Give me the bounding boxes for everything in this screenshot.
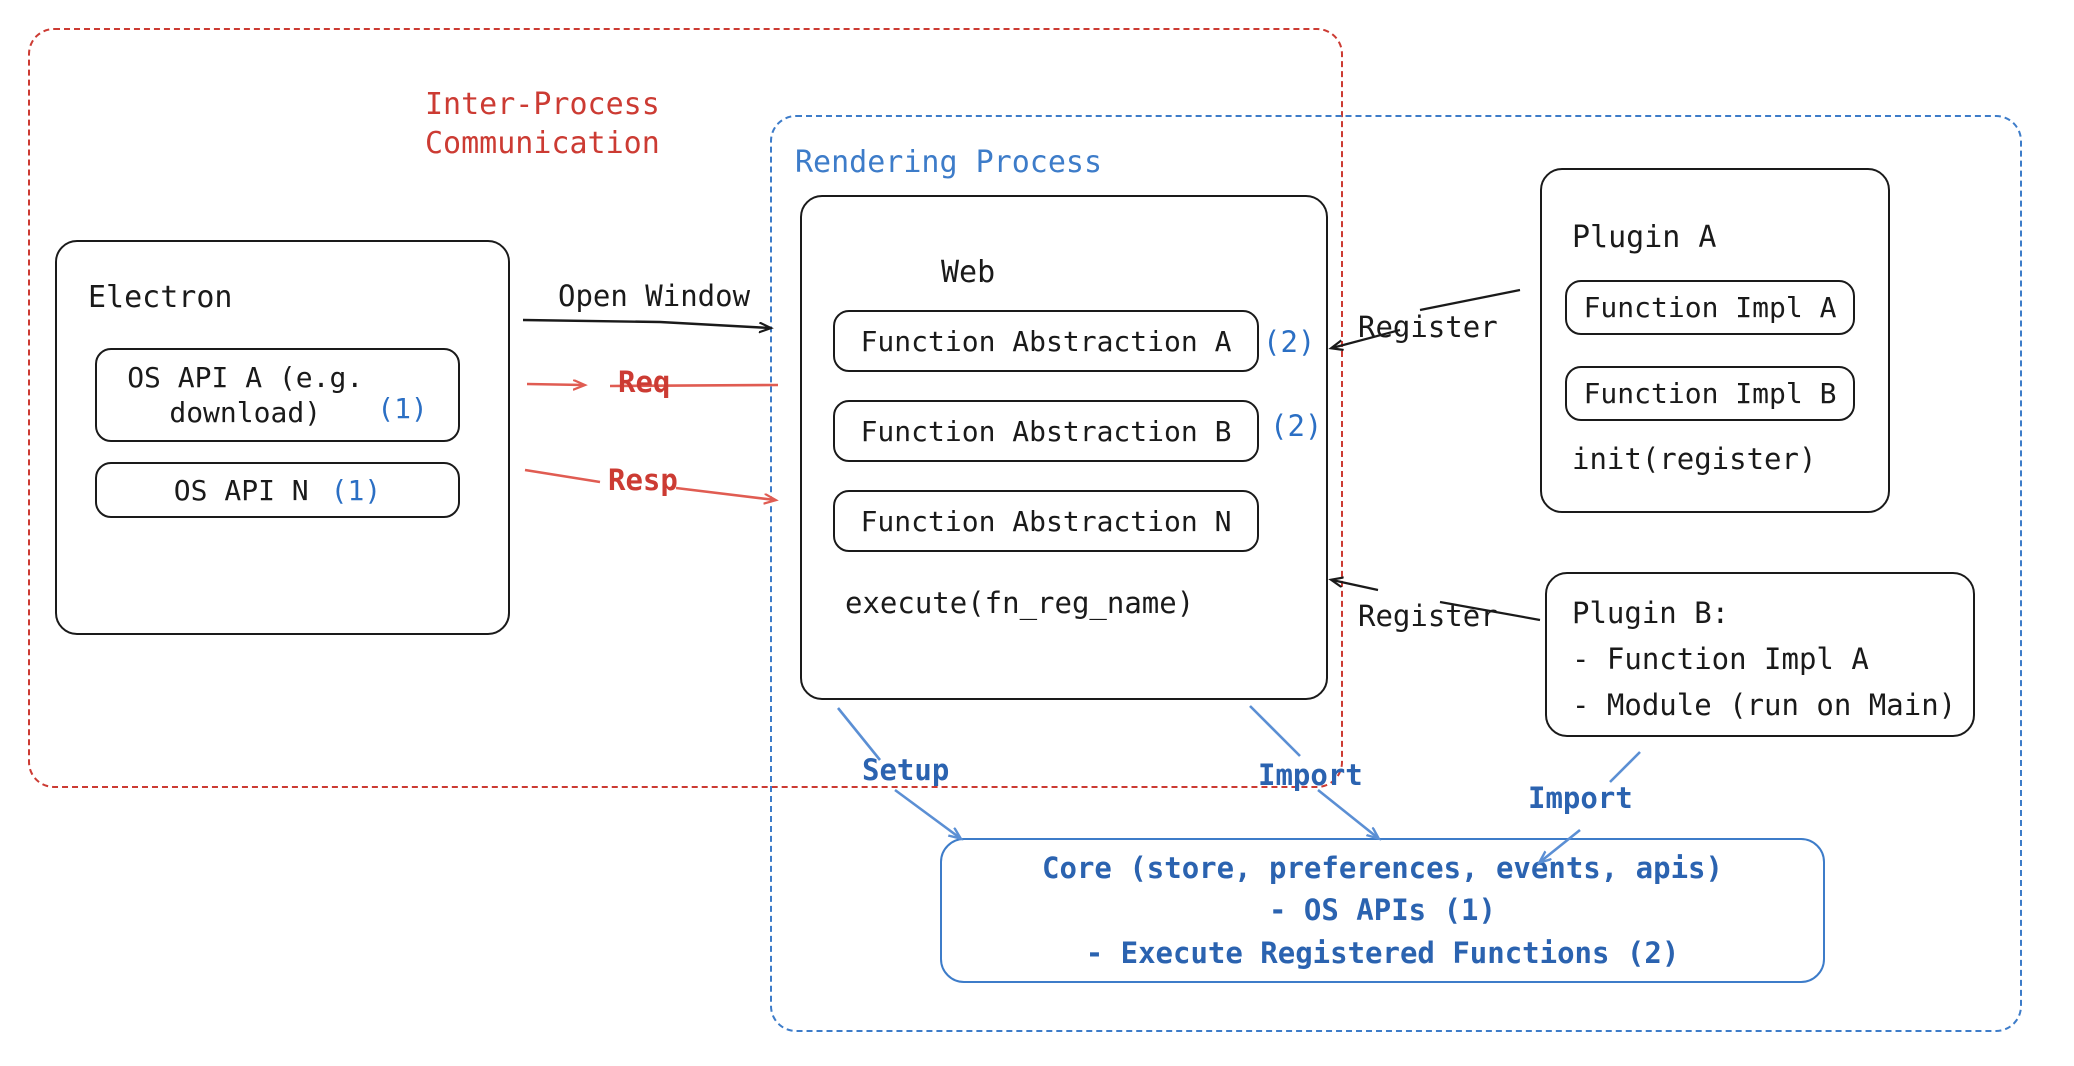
function-impl-a-label: Function Impl A [1583, 291, 1837, 324]
function-abstraction-n-label: Function Abstraction N [860, 504, 1232, 538]
electron-title: Electron [88, 280, 233, 315]
arrow-resp [524, 468, 775, 500]
web-footer-execute: execute(fn_reg_name) [845, 586, 1195, 620]
os-api-n-label: OS API N [173, 473, 309, 507]
plugin-b-title: Plugin B: [1572, 596, 1730, 630]
arrow-label-import-web: Import [1258, 758, 1363, 792]
core-line-2: - OS APIs (1) [1269, 893, 1496, 928]
function-abstraction-b-label: Function Abstraction B [860, 414, 1232, 448]
arrow-setup [836, 707, 960, 838]
arrow-open-window [522, 318, 770, 328]
plugin-a-footer-init: init(register) [1572, 442, 1817, 476]
arrow-label-import-plugin-b: Import [1528, 781, 1633, 815]
arrow-label-register-plugin-a: Register [1358, 310, 1498, 344]
os-api-n-ref: (1) [330, 473, 382, 507]
os-api-a-label: OS API A (e.g. download) [127, 361, 364, 429]
core-box: Core (store, preferences, events, apis) … [940, 838, 1825, 983]
arrow-label-setup: Setup [862, 753, 950, 787]
os-api-a-ref: (1) [377, 392, 428, 425]
arrow-label-open-window: Open Window [558, 279, 751, 313]
function-impl-b-box: Function Impl B [1565, 366, 1855, 421]
plugin-a-box [1540, 168, 1890, 513]
function-impl-b-label: Function Impl B [1583, 377, 1837, 410]
arrow-req [526, 384, 779, 386]
arrow-import-plugin-b [1540, 751, 1641, 862]
group-label-rendering-process: Rendering Process [795, 145, 1103, 180]
core-line-3: - Execute Registered Functions (2) [1085, 935, 1680, 970]
arrow-register-plugin-a [1332, 288, 1521, 348]
arrow-import-web [1249, 705, 1378, 838]
arrow-label-resp: Resp [608, 463, 678, 497]
plugin-a-title: Plugin A [1572, 220, 1717, 255]
arrow-register-plugin-b [1332, 580, 1541, 622]
ipc-label-line1: Inter-Process [425, 87, 660, 122]
plugin-b-line-1: - Function Impl A [1572, 642, 1869, 676]
function-abstraction-b-ref: (2) [1270, 409, 1323, 443]
function-abstraction-b-box: Function Abstraction B [833, 400, 1259, 462]
plugin-b-line-2: - Module (run on Main) [1572, 688, 1957, 722]
function-abstraction-n-box: Function Abstraction N [833, 490, 1259, 552]
group-inter-process-communication [28, 28, 1343, 788]
arrow-label-req: Req [618, 365, 671, 399]
web-title: Web [941, 255, 996, 290]
function-abstraction-a-ref: (2) [1263, 325, 1316, 359]
function-impl-a-box: Function Impl A [1565, 280, 1855, 335]
os-api-a-box: OS API A (e.g. download) (1) [95, 348, 460, 442]
group-rendering-process [770, 115, 2022, 1032]
ipc-label-line2: Communication [425, 126, 660, 161]
os-api-n-box: OS API N (1) [95, 462, 460, 518]
function-abstraction-a-label: Function Abstraction A [860, 324, 1232, 358]
core-line-1: Core (store, preferences, events, apis) [1042, 851, 1723, 886]
arrow-label-register-plugin-b: Register [1358, 599, 1498, 633]
plugin-b-box [1545, 572, 1975, 737]
function-abstraction-a-box: Function Abstraction A [833, 310, 1259, 372]
